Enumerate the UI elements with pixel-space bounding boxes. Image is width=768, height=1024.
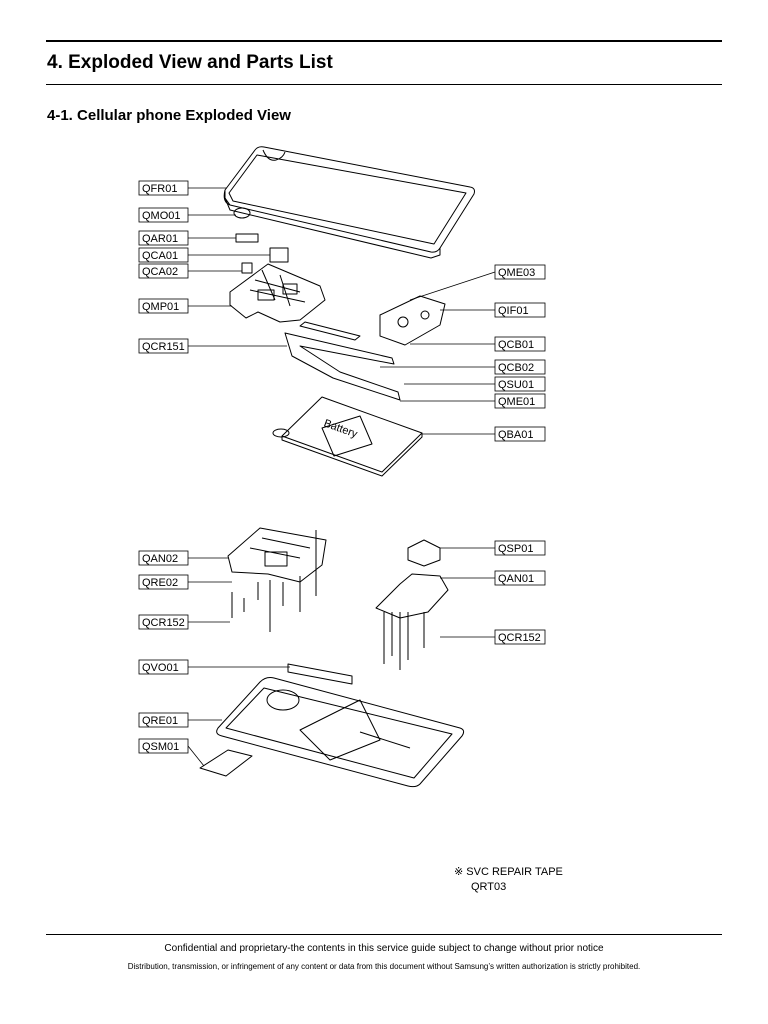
- callout-qme01: QME01: [494, 393, 546, 409]
- callout-label: QAR01: [142, 233, 178, 245]
- battery-label: Battery: [322, 417, 359, 440]
- callout-qcr152: QCR152: [494, 629, 546, 645]
- callout-qsu01: QSU01: [494, 376, 546, 392]
- speaker-drawing: [407, 539, 441, 567]
- camera-drawing: [269, 247, 289, 263]
- callout-qsm01: QSM01: [138, 738, 189, 754]
- callout-label: QIF01: [498, 305, 529, 317]
- sim-tray-drawing: [199, 749, 253, 777]
- screws-right-drawing: [383, 612, 425, 670]
- camera2-drawing: [241, 262, 253, 274]
- footer-distribution: Distribution, transmission, or infringem…: [127, 962, 641, 971]
- right-bracket-drawing: [375, 573, 449, 619]
- callout-qca01: QCA01: [138, 247, 189, 263]
- callout-label: QCA01: [142, 250, 178, 262]
- footer-confidential: Confidential and proprietary-the content…: [164, 943, 604, 954]
- note-text: SVC REPAIR TAPE: [466, 866, 563, 878]
- callout-label: QCB02: [498, 362, 534, 374]
- callout-qcr151: QCR151: [138, 338, 189, 354]
- callout-qan01: QAN01: [494, 570, 546, 586]
- display-assembly-drawing: [223, 146, 475, 259]
- main-board-drawing: [229, 263, 326, 323]
- title-rule: [46, 84, 722, 85]
- callout-qcr152: QCR152: [138, 614, 189, 630]
- callout-label: QAN01: [498, 573, 534, 585]
- callout-label: QSM01: [142, 741, 179, 753]
- callout-label: QMP01: [142, 301, 179, 313]
- note-symbol: ※: [454, 866, 464, 878]
- callout-label: QRE02: [142, 577, 178, 589]
- callout-qcb02: QCB02: [494, 359, 546, 375]
- callout-qme03: QME03: [494, 264, 546, 280]
- callout-label: QCB01: [498, 339, 534, 351]
- callout-qan02: QAN02: [138, 550, 189, 566]
- callout-label: QRE01: [142, 715, 178, 727]
- left-bracket-drawing: [227, 527, 327, 583]
- callout-label: QCR152: [498, 632, 541, 644]
- callout-label: QSP01: [498, 543, 533, 555]
- repair-tape-note: ※ SVC REPAIR TAPE QRT03: [454, 865, 563, 895]
- callout-label: QCR152: [142, 617, 185, 629]
- antenna-strip-drawing: [287, 663, 353, 685]
- callout-qmo01: QMO01: [138, 207, 189, 223]
- page-title: 4. Exploded View and Parts List: [47, 52, 333, 73]
- motor-drawing: [233, 207, 251, 219]
- section-heading: 4-1. Cellular phone Exploded View: [47, 107, 291, 124]
- callout-label: QVO01: [142, 662, 179, 674]
- sub-board-drawing: [379, 295, 446, 346]
- callout-qif01: QIF01: [494, 302, 546, 318]
- footer-rule: [46, 934, 722, 935]
- callout-qcb01: QCB01: [494, 336, 546, 352]
- callout-qca02: QCA02: [138, 263, 189, 279]
- callout-qvo01: QVO01: [138, 659, 189, 675]
- callout-label: QSU01: [498, 379, 534, 391]
- flex-cable-drawing: [284, 332, 401, 401]
- callout-qre02: QRE02: [138, 574, 189, 590]
- callout-qar01: QAR01: [138, 230, 189, 246]
- battery-drawing: [272, 396, 423, 477]
- callout-label: QME01: [498, 396, 535, 408]
- callout-qsp01: QSP01: [494, 540, 546, 556]
- callout-label: QCA02: [142, 266, 178, 278]
- callout-label: QMO01: [142, 210, 181, 222]
- callout-label: QME03: [498, 267, 535, 279]
- callout-qba01: QBA01: [494, 426, 546, 442]
- note-code: QRT03: [471, 881, 507, 893]
- callout-qre01: QRE01: [138, 712, 189, 728]
- callout-qfr01: QFR01: [138, 180, 189, 196]
- callout-label: QCR151: [142, 341, 185, 353]
- screws-left-drawing: [231, 530, 317, 632]
- callout-label: QAN02: [142, 553, 178, 565]
- receiver-drawing: [235, 233, 259, 243]
- rear-case-drawing: [216, 677, 465, 788]
- callout-label: QFR01: [142, 183, 177, 195]
- callout-qmp01: QMP01: [138, 298, 189, 314]
- callout-label: QBA01: [498, 429, 533, 441]
- top-rule: [46, 40, 722, 42]
